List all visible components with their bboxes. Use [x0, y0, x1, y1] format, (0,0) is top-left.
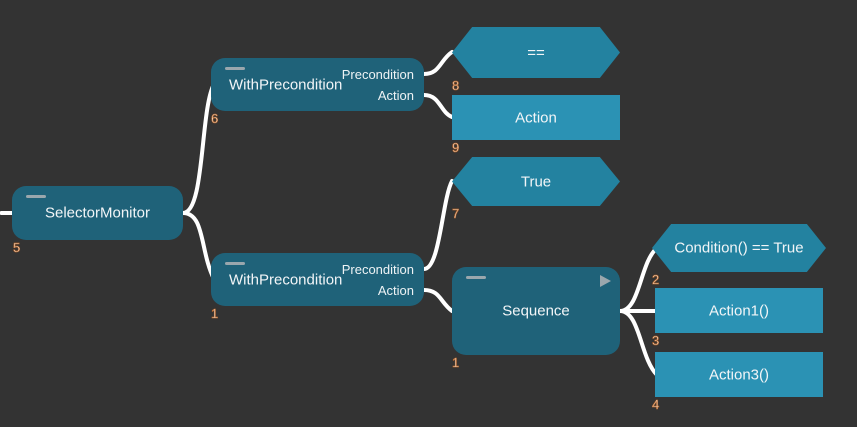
node-condition-call[interactable]: Condition() == True	[652, 224, 826, 272]
selector-monitor-input-stub	[0, 211, 14, 215]
node-number: 8	[452, 78, 460, 94]
node-number: 5	[13, 240, 21, 256]
edge-precondition-bottom-to-sequence	[422, 288, 454, 313]
node-with-precondition-bottom[interactable]: WithPrecondition Precondition Action	[211, 253, 424, 306]
node-title: SelectorMonitor	[44, 204, 151, 222]
edge-precondition-top-to-action	[422, 93, 454, 119]
edge-precondition-top-to-equals	[422, 50, 454, 76]
node-title: Action3()	[708, 366, 770, 383]
node-title: WithPrecondition	[229, 76, 343, 93]
node-condition-equals[interactable]: ==	[452, 27, 620, 78]
collapse-dash-icon[interactable]	[225, 67, 245, 70]
node-number: 1	[452, 355, 460, 371]
port-precondition[interactable]: Precondition	[341, 66, 414, 82]
edge-selector-to-precondition-top	[181, 82, 216, 215]
node-condition-true[interactable]: True	[452, 157, 620, 206]
collapse-dash-icon[interactable]	[466, 276, 486, 279]
collapse-dash-icon[interactable]	[225, 262, 245, 265]
node-action-generic[interactable]: Action	[452, 95, 620, 140]
collapse-dash-icon[interactable]	[26, 195, 46, 198]
node-number: 3	[652, 333, 660, 349]
node-number: 1	[211, 306, 219, 322]
node-title: Sequence	[502, 302, 570, 320]
node-action-1[interactable]: Action1()	[655, 288, 823, 333]
node-title: Action1()	[708, 302, 770, 319]
port-precondition[interactable]: Precondition	[341, 261, 414, 277]
edge-selector-to-precondition-bottom	[181, 211, 216, 281]
node-number: 7	[452, 206, 460, 222]
node-number: 4	[652, 397, 660, 413]
node-title: WithPrecondition	[229, 271, 343, 288]
edge-precondition-bottom-to-true	[422, 179, 454, 271]
node-number: 9	[452, 140, 460, 156]
node-with-precondition-top[interactable]: WithPrecondition Precondition Action	[211, 58, 424, 111]
node-title: ==	[527, 44, 545, 61]
node-sequence[interactable]: Sequence	[452, 267, 620, 355]
port-action[interactable]: Action	[377, 282, 414, 298]
node-title: True	[520, 173, 552, 190]
node-title: Action	[515, 109, 557, 126]
node-port-list: Precondition Action	[342, 259, 414, 301]
port-action[interactable]: Action	[377, 87, 414, 103]
node-port-list: Precondition Action	[342, 64, 414, 106]
node-number: 2	[652, 272, 660, 288]
node-number: 6	[211, 111, 219, 127]
run-triangle-icon[interactable]	[600, 275, 611, 287]
node-selector-monitor[interactable]: SelectorMonitor	[12, 186, 183, 240]
node-title: Condition() == True	[674, 239, 804, 257]
node-action-3[interactable]: Action3()	[655, 352, 823, 397]
